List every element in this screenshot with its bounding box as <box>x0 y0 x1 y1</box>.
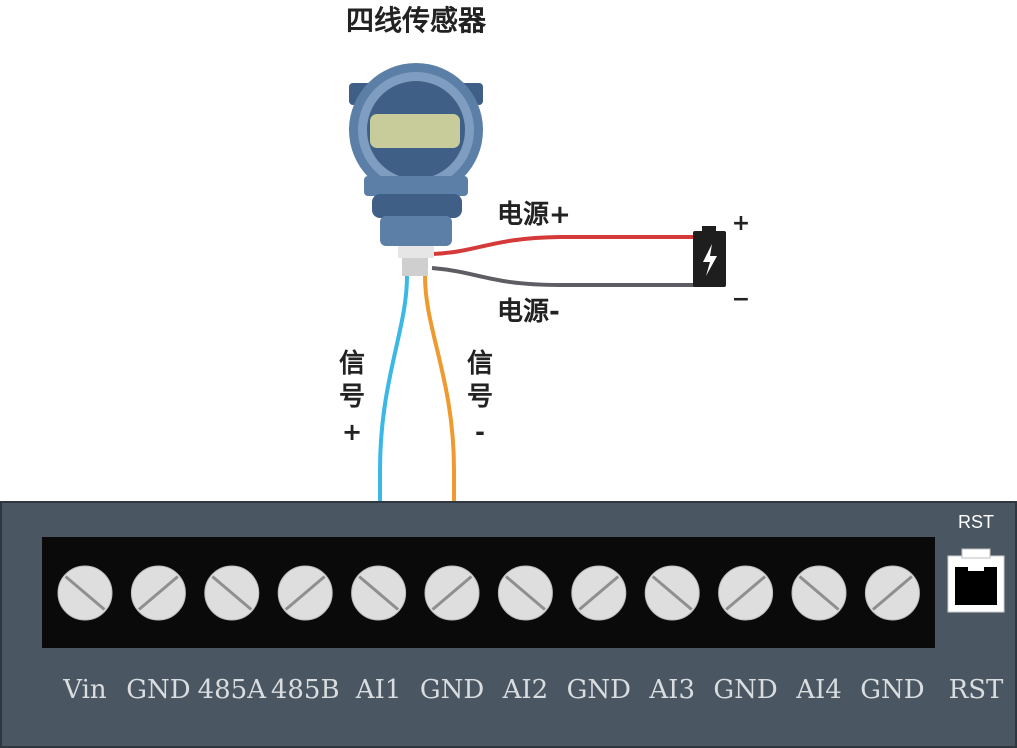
diagram-title: 四线传感器 <box>346 4 487 37</box>
terminal-label-rst: RST <box>949 675 1004 705</box>
screw-slot <box>284 575 326 611</box>
terminal-screw-2 <box>130 565 186 621</box>
signal-positive-label: 信 号 + <box>339 349 365 446</box>
terminal-screw-1 <box>57 565 113 621</box>
screw-slot <box>137 575 179 611</box>
signal-negative-char-1: 信 <box>467 349 493 379</box>
terminal-label-ai3: AI3 <box>648 675 695 705</box>
screw-slot <box>358 575 400 611</box>
terminal-label-gnd: GND <box>713 675 777 705</box>
screw-slot <box>211 575 253 611</box>
terminal-screw-6 <box>424 565 480 621</box>
terminal-screw-4 <box>277 565 333 621</box>
terminal-screw-11 <box>791 565 847 621</box>
signal-positive-char-1: 信 <box>339 349 365 379</box>
terminal-label-485a: 485A <box>198 675 268 705</box>
screw-slot <box>798 575 840 611</box>
terminal-screw-9 <box>644 565 700 621</box>
terminal-label-gnd: GND <box>860 675 924 705</box>
wire-signal-negative <box>423 275 456 537</box>
battery-minus-label: − <box>732 287 750 312</box>
battery: + − <box>693 211 750 312</box>
screw-slot <box>578 575 620 611</box>
terminal-label-ai1: AI1 <box>355 675 402 705</box>
wire-power-positive <box>431 235 700 256</box>
sensor-stem-top <box>372 194 462 218</box>
screw-slot <box>725 575 767 611</box>
screw-slot <box>431 575 473 611</box>
terminal-screw-5 <box>351 565 407 621</box>
battery-terminal <box>702 226 716 232</box>
sensor-stem <box>380 216 452 246</box>
terminal-screw-8 <box>571 565 627 621</box>
wires <box>378 235 700 537</box>
terminal-screw-3 <box>204 565 260 621</box>
screw-slot <box>64 575 106 611</box>
terminal-label-ai4: AI4 <box>795 675 842 705</box>
screw-slot <box>651 575 693 611</box>
rst-button-tab <box>961 548 991 559</box>
rst-small-label: RST <box>958 512 994 532</box>
power-positive-label: 电源+ <box>497 200 571 230</box>
cable-gland <box>398 246 434 258</box>
terminal-label-gnd: GND <box>420 675 484 705</box>
terminal-strip <box>42 537 935 648</box>
terminal-screw-12 <box>864 565 920 621</box>
terminal-label-485b: 485B <box>271 675 340 705</box>
screw-slot <box>504 575 546 611</box>
sensor-display <box>370 114 460 148</box>
screw-slot <box>871 575 913 611</box>
signal-negative-char-2: 号 <box>467 382 493 412</box>
terminal-label-vin: Vin <box>62 675 107 705</box>
terminal-label-ai2: AI2 <box>502 675 549 705</box>
power-negative-label: 电源- <box>497 297 560 327</box>
terminal-label-gnd: GND <box>126 675 190 705</box>
four-wire-sensor <box>349 63 483 276</box>
cable-gland-bottom <box>402 258 428 276</box>
signal-negative-label: 信 号 - <box>467 349 493 446</box>
sensor-neck <box>364 176 468 196</box>
wire-power-negative <box>431 266 700 287</box>
terminal-screw-10 <box>718 565 774 621</box>
terminal-screw-7 <box>497 565 553 621</box>
terminal-screws <box>57 565 920 621</box>
wire-signal-positive <box>378 275 409 537</box>
lightning-icon <box>703 244 717 276</box>
rst-button-inner <box>955 567 997 605</box>
rst-button-slot <box>968 566 984 571</box>
battery-plus-label: + <box>732 211 750 236</box>
signal-positive-char-2: 号 <box>339 382 365 412</box>
rst-button[interactable] <box>947 548 1005 613</box>
signal-positive-char-3: + <box>342 418 362 446</box>
signal-negative-char-3: - <box>475 418 485 446</box>
terminal-label-gnd: GND <box>567 675 631 705</box>
